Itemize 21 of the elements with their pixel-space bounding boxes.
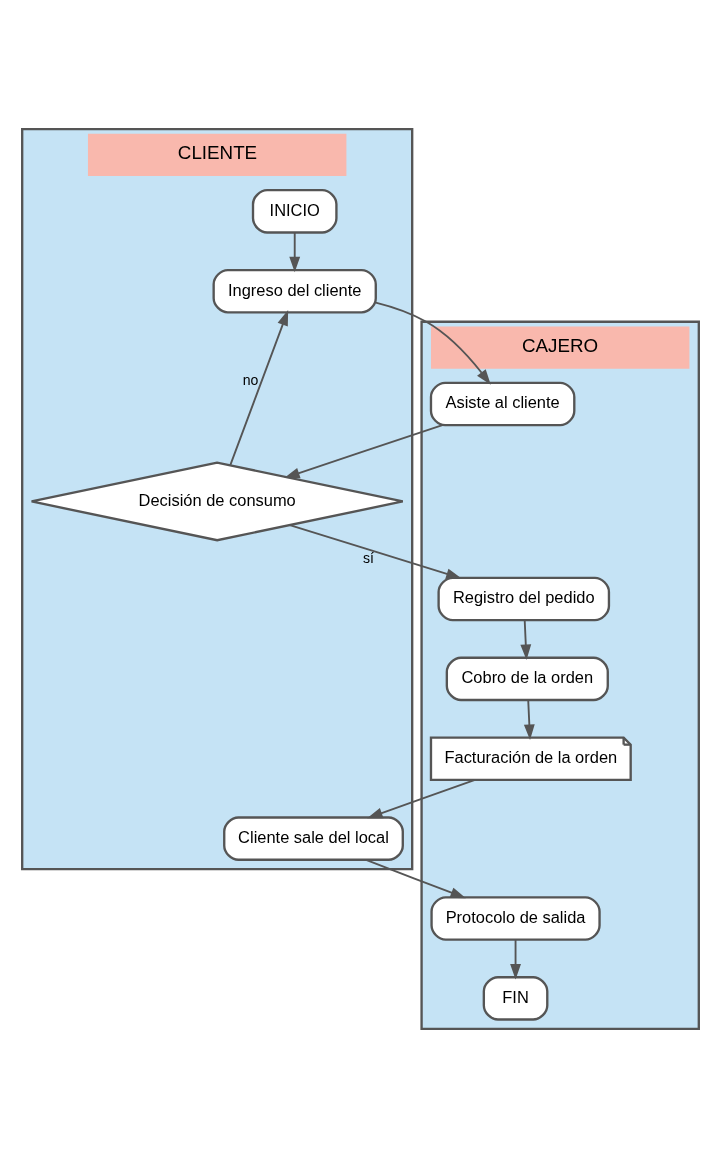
arrow [520, 619, 532, 660]
edge-label: no [242, 371, 259, 388]
arrow [365, 858, 466, 898]
arrow [374, 301, 491, 385]
node-box: Cliente sale del local [223, 815, 404, 861]
edge-label: sí [362, 549, 374, 566]
arrow [289, 231, 301, 272]
node-box: Protocolo de salida [430, 895, 601, 941]
arrow [288, 523, 462, 579]
arrow [510, 938, 521, 980]
arrow [229, 309, 289, 466]
node-box: Cobro de la orden [445, 656, 609, 701]
arrow [367, 778, 476, 818]
node-box: Registro del pedido [437, 576, 611, 621]
arrow [523, 698, 535, 740]
node-box: Ingreso del cliente [212, 268, 377, 314]
node-box: FIN [482, 975, 549, 1021]
arrow [284, 423, 444, 478]
node-box: Asiste al cliente [429, 381, 576, 426]
node-diamond: Decisión de consumo [30, 461, 404, 541]
node-box: INICIO [251, 188, 338, 234]
